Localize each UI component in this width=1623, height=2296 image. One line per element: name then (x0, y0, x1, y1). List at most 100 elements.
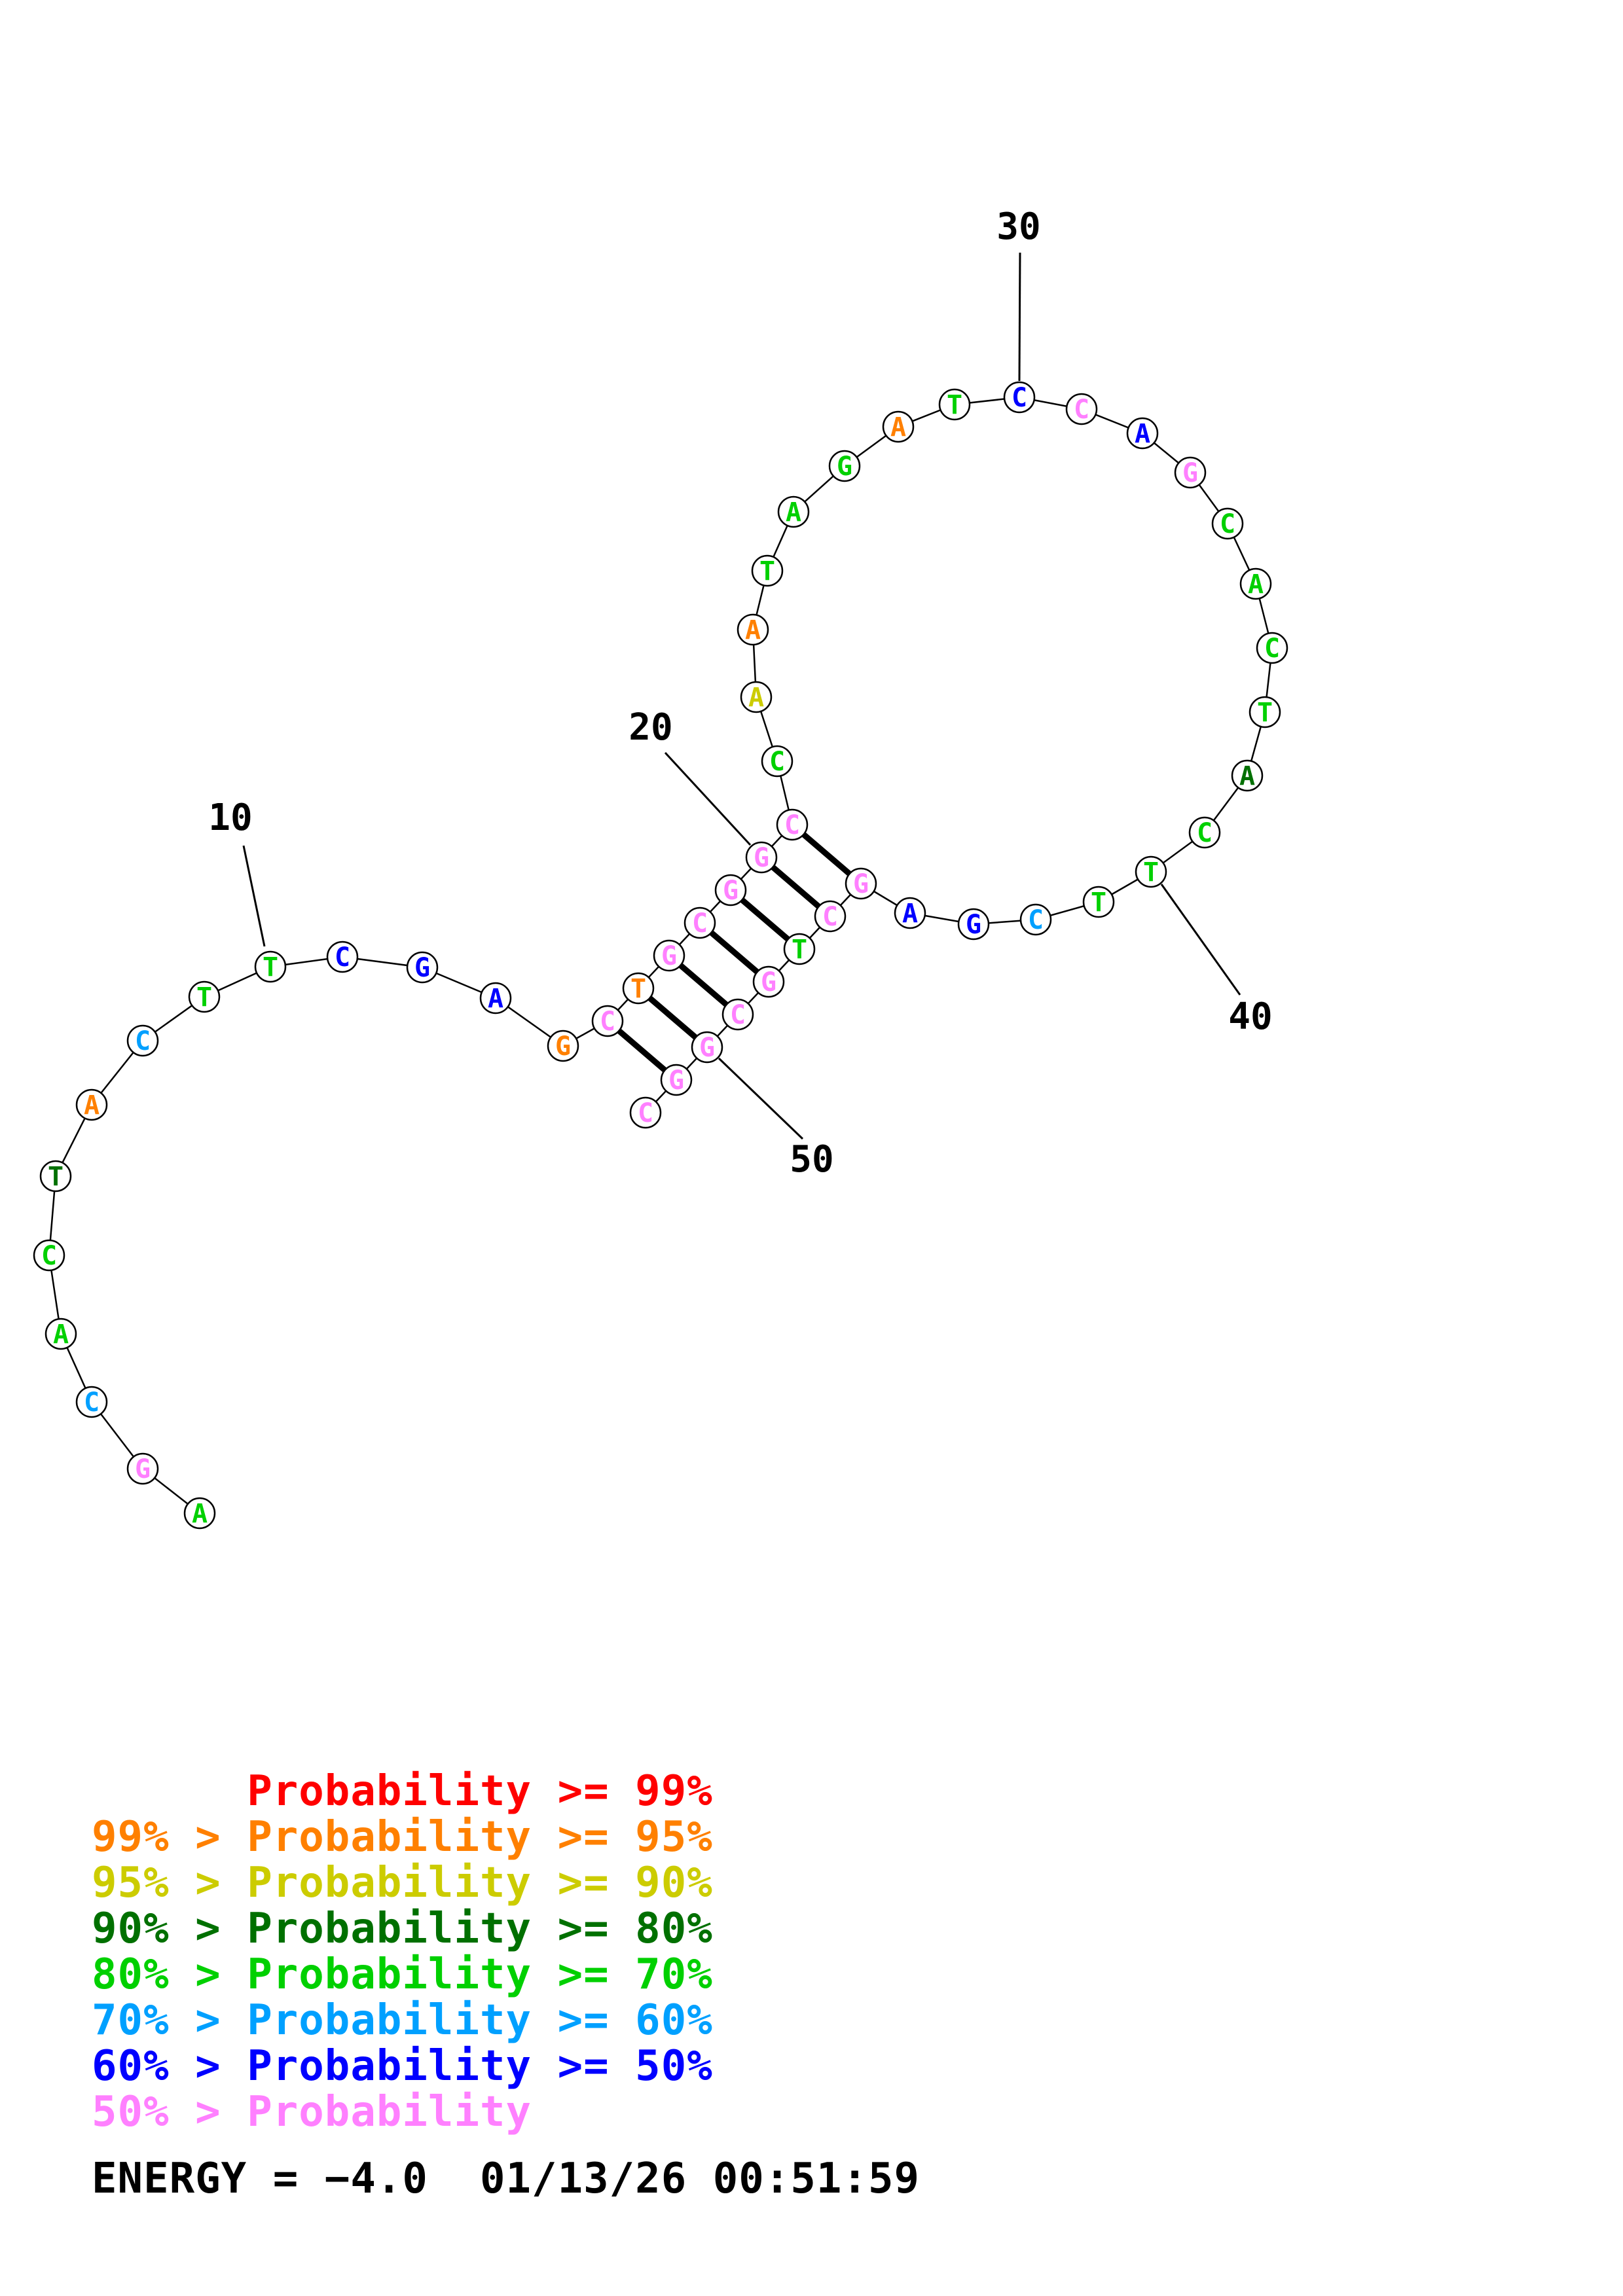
nucleotide-circle (814, 900, 847, 933)
nucleotide-circle (828, 450, 861, 482)
nucleotide-base: A (890, 412, 906, 442)
nucleotide-circle (761, 745, 793, 778)
nucleotide-circle (254, 950, 287, 983)
nucleotide-base: C (1028, 905, 1044, 935)
position-label: 40 (1228, 996, 1272, 1038)
nucleotide-base: T (947, 390, 962, 420)
nucleotide-circle (653, 939, 685, 972)
nucleotide-base: G (699, 1033, 715, 1063)
nucleotide-circle (1249, 696, 1281, 728)
nucleotide-base: T (630, 974, 646, 1004)
position-label-line (1160, 884, 1241, 996)
nucleotide-circle (126, 1024, 159, 1057)
nucleotide-circle (188, 980, 221, 1013)
nucleotide-circle (776, 808, 809, 841)
energy-line: ENERGY = −4.0 01/13/26 00:51:59 (92, 2155, 920, 2203)
nucleotide-circle (547, 1030, 579, 1062)
nucleotide-base: G (1182, 458, 1198, 488)
nucleotide-circle (740, 681, 773, 713)
legend-row: 70% > Probability >= 60% (92, 1996, 713, 2045)
position-label: 10 (208, 797, 252, 839)
nucleotide-base: C (638, 1098, 653, 1128)
nucleotide-base: T (48, 1162, 64, 1192)
nucleotide-base: T (1091, 888, 1106, 918)
nucleotide-circle (882, 410, 915, 443)
nucleotide-circle (33, 1239, 65, 1272)
nucleotide-base: A (745, 615, 761, 645)
nucleotide-base: T (1257, 698, 1273, 728)
nucleotide-base: C (692, 908, 708, 939)
legend-row: 99% > Probability >= 95% (92, 1813, 713, 1861)
nucleotide-circle (751, 554, 784, 587)
nucleotide-base: A (1248, 569, 1264, 600)
nucleotide-base: A (786, 497, 801, 528)
nucleotide-circle (406, 951, 439, 984)
nucleotide-base: C (1074, 395, 1089, 425)
nucleotide-base: G (723, 876, 739, 906)
nucleotide-base: C (41, 1241, 57, 1271)
nucleotide-base: G (668, 1066, 684, 1096)
probability-legend: Probability >= 99%99% > Probability >= 9… (92, 1768, 713, 2135)
nucleotide-base: C (1220, 509, 1235, 539)
nucleotide-circle (845, 867, 877, 900)
nucleotide-circle (75, 1386, 108, 1418)
nucleotide-base: G (853, 869, 869, 899)
nucleotide-base: T (792, 935, 807, 965)
nucleotide-base: A (902, 899, 918, 929)
nucleotide-base: A (748, 683, 764, 713)
nucleotide-circle (326, 941, 359, 973)
nucleotide-circle (1256, 632, 1288, 664)
position-label-line (1018, 252, 1021, 382)
nucleotide-base: T (263, 952, 278, 982)
position-label-line (718, 1057, 804, 1140)
nucleotide-circle (1211, 507, 1244, 540)
nucleotide-circle (45, 1318, 77, 1350)
nucleotide-circle (777, 495, 810, 528)
nucleotide-circle (479, 982, 512, 1014)
nucleotide-base: G (761, 967, 776, 997)
nucleotide-base: G (966, 910, 981, 940)
nucleotide-base: G (837, 452, 852, 482)
nucleotide-circle (183, 1497, 216, 1530)
nucleotide-base: C (1197, 818, 1213, 848)
nucleotide-circle (783, 933, 816, 965)
legend-row: Probability >= 99% (92, 1767, 713, 1816)
nucleotide-base: A (84, 1090, 100, 1121)
nucleotide-circle (75, 1088, 108, 1121)
nucleotide-circle (39, 1160, 72, 1193)
nucleotide-base: C (1264, 634, 1280, 664)
nucleotide-base: C (135, 1026, 151, 1056)
position-label: 50 (790, 1138, 833, 1181)
nucleotide-circle (126, 1452, 159, 1485)
nucleotide-base: C (84, 1388, 100, 1418)
nucleotide-base: C (335, 942, 350, 973)
position-label: 30 (996, 206, 1040, 248)
legend-row: 60% > Probability >= 50% (92, 2042, 713, 2090)
nucleotide-circle (1188, 816, 1221, 849)
nucleotide-circle (691, 1031, 723, 1064)
position-label-line (242, 845, 266, 947)
nucleotide-circle (622, 972, 655, 1005)
nucleotide-base: C (822, 902, 838, 932)
nucleotide-circle (714, 874, 747, 906)
nucleotide-circle (1174, 456, 1207, 489)
nucleotide-base: C (730, 1000, 746, 1030)
nucleotide-circle (684, 906, 716, 939)
nucleotide-base: G (661, 941, 677, 971)
legend-row: 90% > Probability >= 80% (92, 1905, 713, 1953)
nucleotide-circle (1231, 759, 1264, 792)
nucleotide-circle (752, 965, 785, 998)
nucleotide-circle (1126, 417, 1159, 450)
nucleotide-circle (938, 388, 971, 421)
nucleotide-circle (737, 613, 769, 646)
nucleotide-circle (660, 1064, 693, 1096)
nucleotide-circle (1082, 886, 1115, 918)
nucleotide-base: A (1135, 419, 1150, 449)
position-label: 20 (629, 706, 672, 749)
legend-row: 50% > Probability (92, 2088, 532, 2136)
nucleotide-circle (957, 908, 990, 941)
nucleotide-circle (1065, 393, 1098, 425)
nucleotide-circle (1135, 855, 1167, 888)
nucleotide-circle (1019, 903, 1052, 936)
